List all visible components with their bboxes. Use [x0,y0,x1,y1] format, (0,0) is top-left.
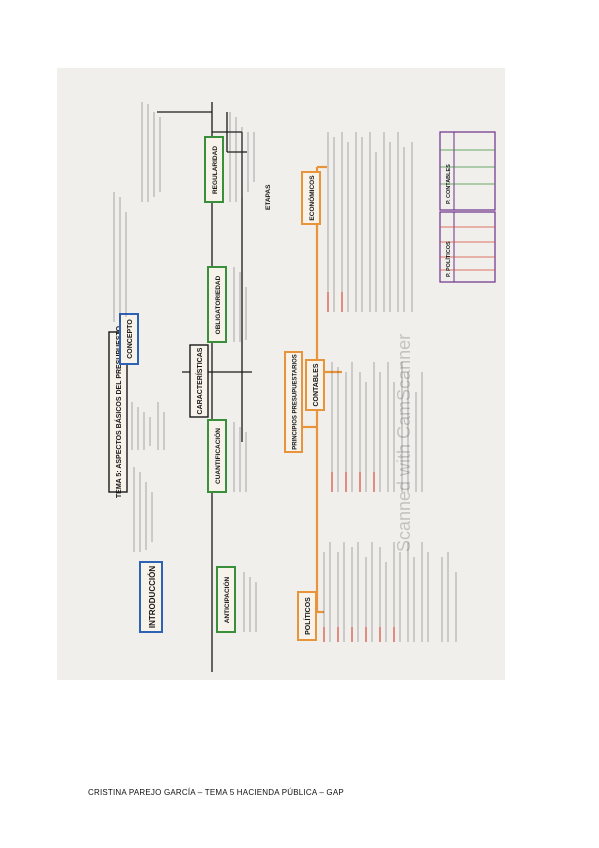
handwritten-notes [113,102,457,642]
principios-label: PRINCIPIOS PRESUPUESTARIOS [293,354,299,450]
obligatoriedad-label: OBLIGATORIEDAD [215,275,222,334]
economicos-label: ECONÓMICOS [307,175,316,221]
concept-map: INTRODUCCIÓN TEMA 5: ASPECTOS BÁSICOS DE… [62,72,500,676]
scanned-page-photo [57,68,505,680]
page-footer: CRISTINA PAREJO GARCÍA – TEMA 5 HACIENDA… [88,788,344,797]
regularidad-label: REGULARIDAD [212,146,219,194]
map-title: TEMA 5: ASPECTOS BÁSICOS DEL PRESUPUESTO [114,325,123,498]
concepto-label: CONCEPTO [127,319,134,359]
introduccion-label: INTRODUCCIÓN [148,566,157,628]
p-contables-heading: P. CONTABLES [446,164,452,204]
contables-table: P. CONTABLES [439,131,496,211]
caracteristicas-label: CARACTERÍSTICAS [195,347,204,414]
note-highlights [323,292,395,642]
cuantificacion-label: CUANTIFICACIÓN [213,428,222,484]
concept-map-svg: INTRODUCCIÓN TEMA 5: ASPECTOS BÁSICOS DE… [108,102,496,672]
scanner-watermark: Scanned with CamScanner [394,334,414,552]
anticipacion-label: ANTICIPACIÓN [222,576,231,623]
p-politicos-heading: P. POLÍTICOS [444,241,452,277]
politicos-label: POLÍTICOS [303,597,312,635]
contables-label: CONTABLES [313,363,320,406]
politicos-table: P. POLÍTICOS [439,211,496,283]
etapas-label: ETAPAS [265,184,272,210]
